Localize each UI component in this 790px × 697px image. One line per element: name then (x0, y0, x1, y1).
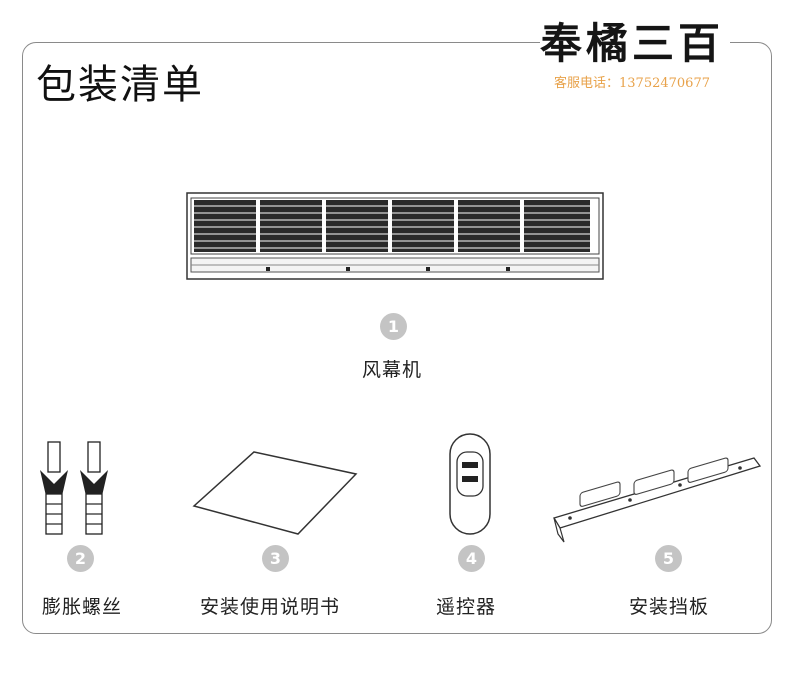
mounting-plate-image (553, 457, 762, 543)
item-number-badge: 2 (67, 545, 94, 572)
remote-control-image (449, 433, 491, 535)
item-label-expansion-screws: 膨胀螺丝 (41, 596, 123, 618)
item-label-remote-control: 遥控器 (435, 596, 497, 618)
item-number-badge: 4 (458, 545, 485, 572)
brand-name: 奉橘三百 (540, 19, 725, 68)
item-number-badge: 1 (380, 313, 407, 340)
air-curtain-image (186, 192, 604, 280)
brand-contact: 客服电话：13752470677 (554, 76, 710, 91)
item-label-mounting-plate: 安装挡板 (628, 596, 710, 618)
item-label-air-curtain: 风幕机 (361, 359, 423, 381)
manual-image (192, 451, 358, 535)
expansion-screw-image (40, 441, 108, 535)
page-title: 包装清单 (36, 62, 204, 108)
item-number-badge: 5 (655, 545, 682, 572)
item-number-badge: 3 (262, 545, 289, 572)
packing-list-frame (22, 42, 772, 634)
brand-watermark: 奉橘三百 客服电话：13752470677 (540, 8, 730, 100)
item-label-manual: 安装使用说明书 (199, 596, 341, 618)
